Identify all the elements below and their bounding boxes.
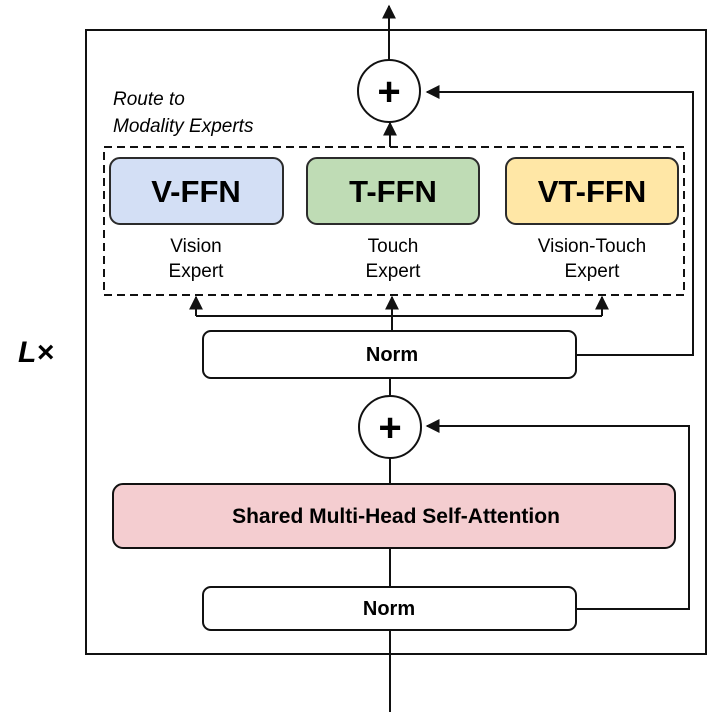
expert-t-ffn-caption-2: Expert xyxy=(366,261,422,282)
add-symbol-1: + xyxy=(378,406,401,450)
residual-connection-1 xyxy=(425,419,690,610)
self-attention-box xyxy=(112,483,676,549)
modality-experts-region xyxy=(103,146,685,296)
expert-t-ffn-label: T-FFN xyxy=(349,174,437,209)
expert-v-ffn-box xyxy=(109,157,284,225)
layer-block-frame xyxy=(85,29,707,655)
expert-t-ffn-caption-1: Touch xyxy=(368,236,419,257)
route-label-line-1: Route to xyxy=(113,89,185,110)
add-symbol-2: + xyxy=(377,70,400,114)
expert-v-ffn-label: V-FFN xyxy=(151,174,241,209)
self-attention-label: Shared Multi-Head Self-Attention xyxy=(232,505,560,528)
norm-bottom-label: Norm xyxy=(363,598,415,620)
expert-v-ffn-caption-2: Expert xyxy=(169,261,225,282)
expert-v-ffn-caption-1: Vision xyxy=(170,236,221,257)
expert-vt-ffn-box xyxy=(505,157,679,225)
layer-repeat-label: L× xyxy=(18,336,54,369)
route-label-line-2: Modality Experts xyxy=(113,116,254,137)
expert-t-ffn-box xyxy=(306,157,480,225)
expert-vt-ffn-label: VT-FFN xyxy=(538,174,647,209)
expert-vt-ffn-caption-1: Vision-Touch xyxy=(538,236,646,257)
residual-connection-2 xyxy=(425,85,694,356)
norm-top-label: Norm xyxy=(366,344,418,366)
expert-vt-ffn-caption-2: Expert xyxy=(565,261,621,282)
